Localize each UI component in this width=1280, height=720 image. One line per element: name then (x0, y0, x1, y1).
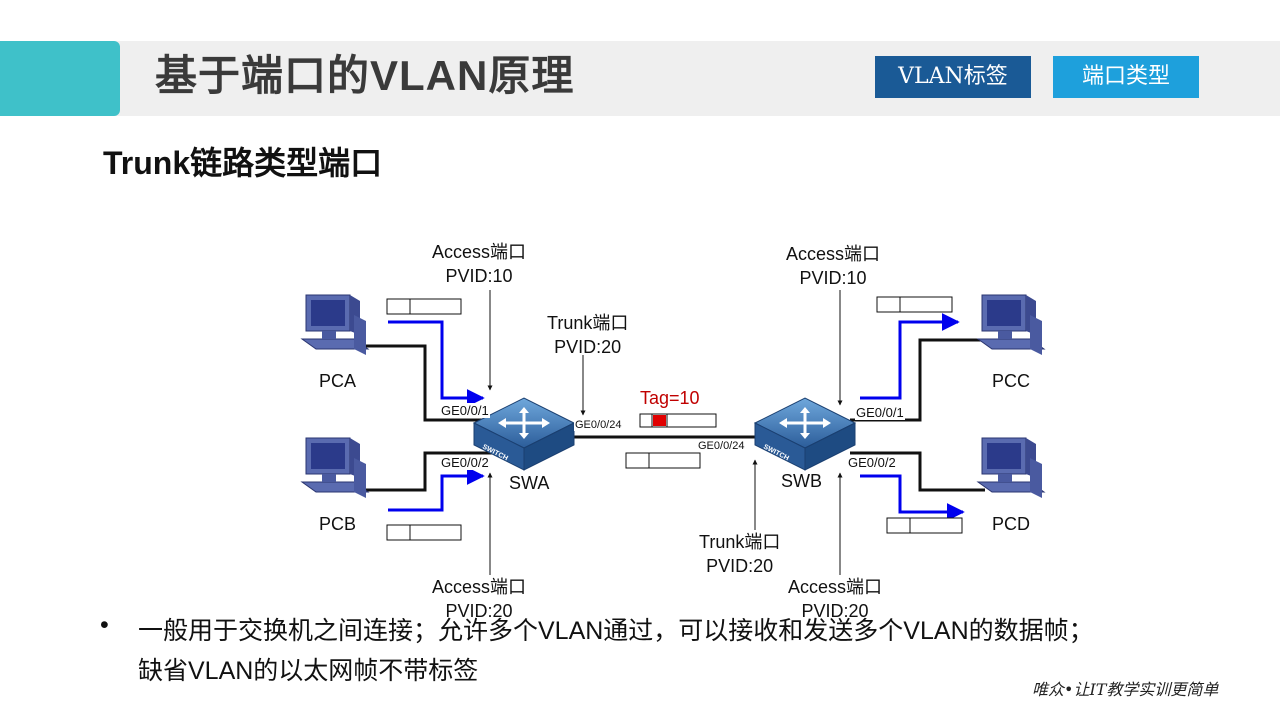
pcb-computer-icon (301, 437, 369, 499)
pca-computer-icon (301, 294, 369, 356)
bullet-line-2: 缺省VLAN的以太网帧不带标签 (138, 657, 479, 685)
pcd-computer-icon (977, 437, 1045, 499)
tag-label: Tag=10 (640, 388, 700, 408)
tab-port-type[interactable]: 端口类型 (1053, 56, 1199, 98)
swb-port-ge0024: GE0/0/24 (697, 440, 746, 452)
swa-port-ge001: GE0/0/1 (440, 403, 490, 418)
swa-port-ge0024: GE0/0/24 (574, 419, 623, 431)
vlan-tag-marker (653, 415, 666, 426)
tab-vlan-tag[interactable]: VLAN标签 (875, 56, 1031, 98)
section-subtitle: Trunk链路类型端口 (103, 145, 383, 181)
pcc-computer-icon (977, 294, 1045, 356)
swb-port-ge001: GE0/0/1 (855, 405, 905, 420)
page-title: 基于端口的VLAN原理 (155, 52, 575, 99)
swb-label: SWB (781, 471, 823, 491)
swa-port-ge002: GE0/0/2 (440, 455, 490, 470)
bullet-text: 一般用于交换机之间连接；允许多个VLAN通过，可以接收和发送多个VLAN的数据帧… (138, 611, 1218, 691)
pcb-label: PCB (319, 514, 357, 534)
bullet-marker: • (100, 611, 109, 639)
swb-port-ge002: GE0/0/2 (847, 455, 897, 470)
bullet-line-1: 一般用于交换机之间连接；允许多个VLAN通过，可以接收和发送多个VLAN的数据帧… (138, 617, 1094, 645)
footer-slogan: 唯众•让IT教学实训更简单 (1032, 680, 1219, 699)
pcd-label: PCD (992, 514, 1031, 534)
title-accent (0, 41, 120, 116)
swb-switch-icon: SWITCH (753, 396, 857, 472)
swa-label: SWA (509, 473, 550, 493)
pcc-label: PCC (992, 371, 1031, 391)
pca-label: PCA (319, 371, 357, 391)
